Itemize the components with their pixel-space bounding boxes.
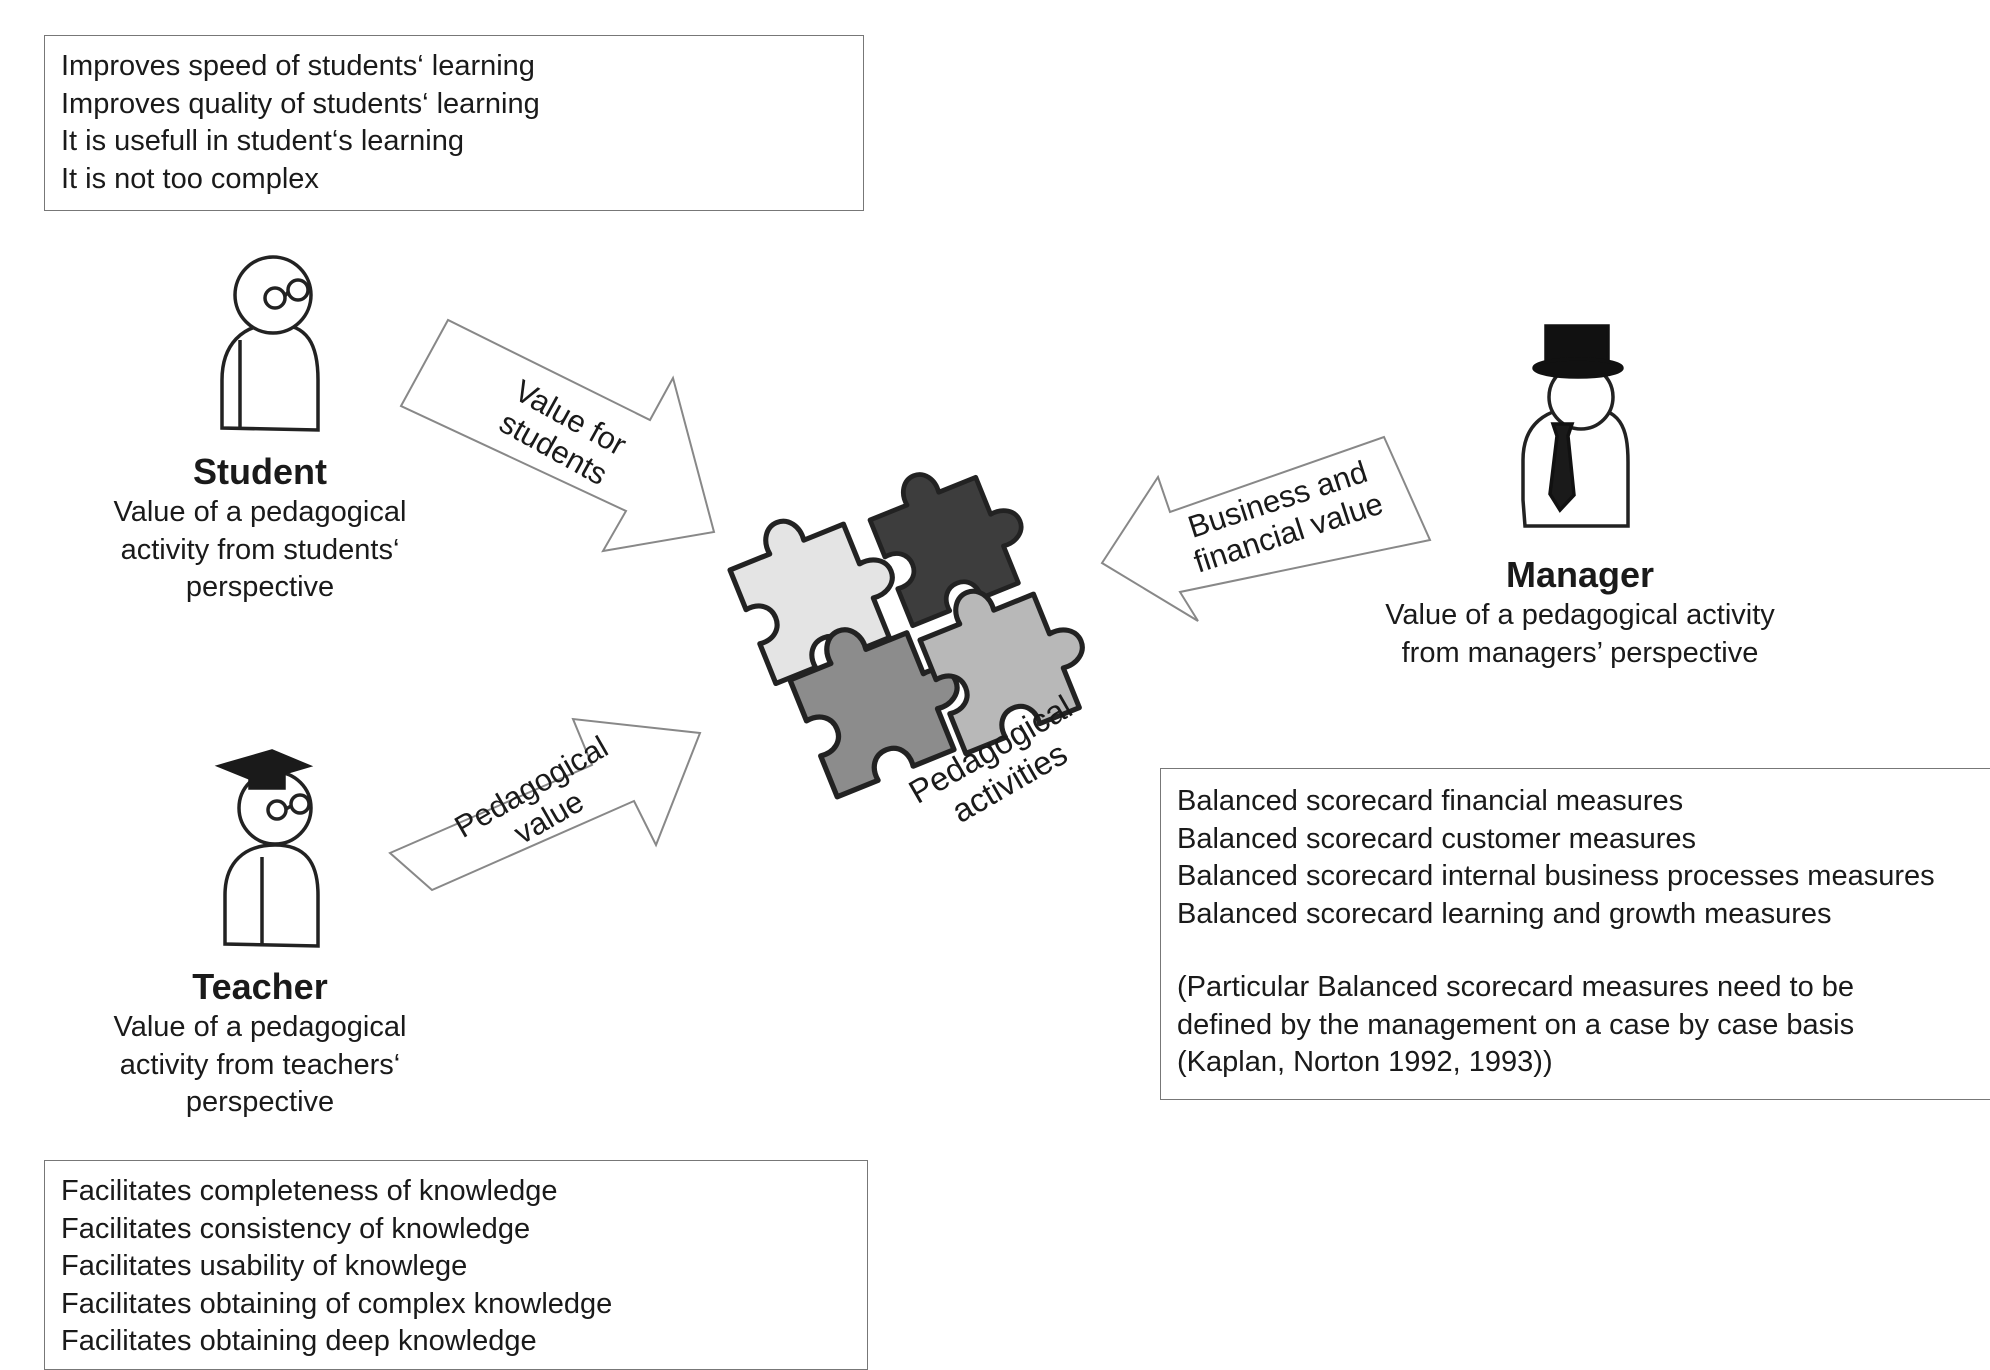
student-figure-icon [220,255,320,432]
manager-criterion: Balanced scorecard customer measures [1177,822,1697,855]
student-name: Student [193,451,327,492]
student-description-line: activity from students‘ [120,533,400,566]
mortarboard-icon [214,749,314,790]
student-description-line: Value of a pedagogical [113,496,407,528]
student-criterion: It is usefull in student‘s learning [61,125,464,157]
manager-criteria-box: Balanced scorecard financial measures Ba… [1160,768,1990,1100]
teacher-description-line: activity from teachers‘ [119,1048,401,1081]
manager-role: Manager Value of a pedagogical activity … [1330,553,1830,672]
teacher-criterion: Facilitates obtaining of complex knowled… [61,1287,613,1320]
teacher-name: Teacher [192,966,328,1007]
student-description: Value of a pedagogical activity from stu… [80,494,440,607]
student-role: Student Value of a pedagogical activity … [80,450,440,607]
manager-criterion: Balanced scorecard learning and growth m… [1177,897,1832,930]
teacher-description-line: Value of a pedagogical [113,1011,407,1043]
teacher-description-line: perspective [185,1086,335,1118]
student-description-line: perspective [185,571,335,603]
student-criterion: It is not too complex [61,162,319,195]
manager-note-line: (Kaplan, Norton 1992, 1993)) [1177,1046,1553,1078]
manager-description-line: Value of a pedagogical activity [1385,599,1775,631]
manager-arrow [1100,435,1432,622]
teacher-criterion: Facilitates obtaining deep knowledge [61,1325,537,1357]
teacher-figure-icon [214,749,320,948]
manager-figure-icon [1521,324,1630,528]
manager-note-line: (Particular Balanced scorecard measures … [1177,971,1855,1003]
manager-note-line: defined by the management on a case by c… [1177,1008,1855,1041]
glasses-icon [263,286,287,310]
manager-description: Value of a pedagogical activity from man… [1330,597,1830,672]
teacher-criterion: Facilitates completeness of knowledge [61,1175,558,1207]
puzzle-piece-dark [861,445,1042,626]
manager-name: Manager [1505,554,1655,595]
necktie-icon [1548,422,1576,513]
teacher-arrow [388,717,702,892]
manager-note: (Particular Balanced scorecard measures … [1177,969,1990,1082]
student-criteria-box: Improves speed of students‘ learning Imp… [44,35,864,211]
manager-description-line: from managers’ perspective [1401,636,1759,669]
teacher-criterion: Facilitates consistency of knowledge [61,1212,531,1245]
manager-criterion: Balanced scorecard financial measures [1177,785,1684,817]
student-criterion: Improves quality of students‘ learning [61,87,540,120]
teacher-criteria-box: Facilitates completeness of knowledge Fa… [44,1160,868,1370]
teacher-description: Value of a pedagogical activity from tea… [80,1009,440,1122]
student-criterion: Improves speed of students‘ learning [61,50,535,82]
manager-criterion: Balanced scorecard internal business pro… [1177,860,1935,892]
teacher-role: Teacher Value of a pedagogical activity … [80,965,440,1122]
teacher-criterion: Facilitates usability of knowlege [61,1250,468,1282]
student-arrow [399,318,716,553]
tophat-icon [1532,324,1624,379]
